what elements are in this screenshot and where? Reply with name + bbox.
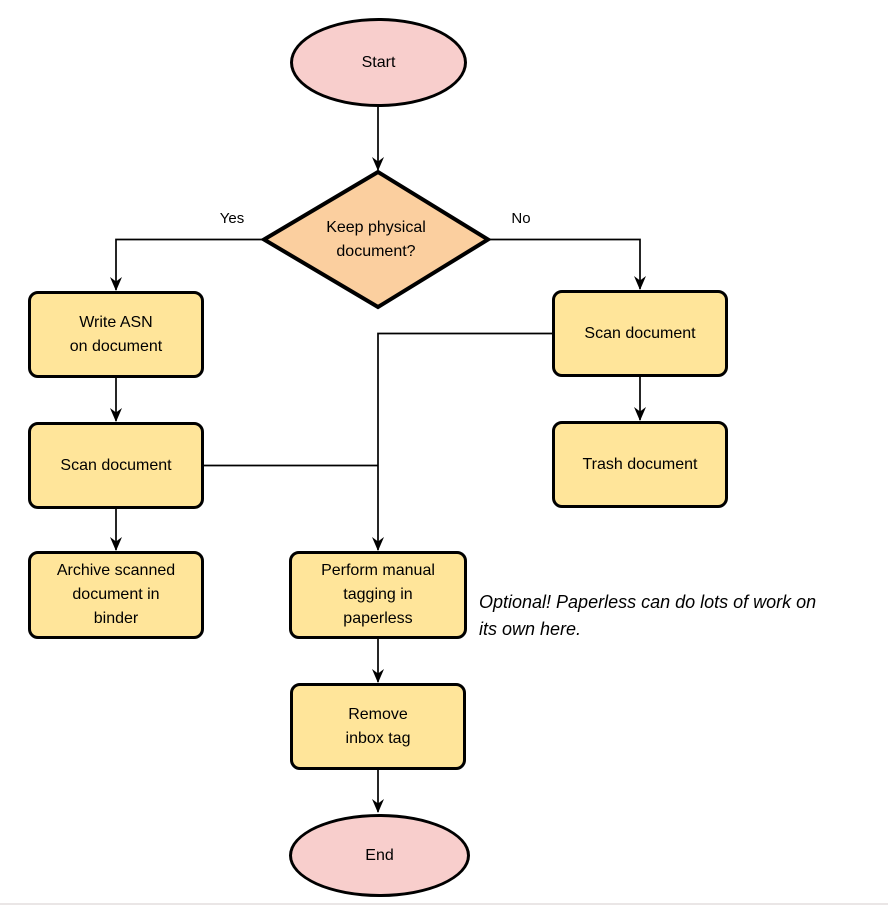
node-scan-document-right: Scan document bbox=[552, 290, 728, 377]
node-scan-document-left: Scan document bbox=[28, 422, 204, 509]
node-manual-tagging-label: Perform manual tagging in paperless bbox=[321, 562, 435, 627]
node-end-label: End bbox=[365, 846, 394, 864]
node-start-label: Start bbox=[361, 53, 396, 71]
node-archive-binder-label: Archive scanned document in binder bbox=[56, 562, 176, 627]
optional-note-text: Optional! Paperless can do lots of work … bbox=[479, 592, 817, 639]
edge-decision-yes-to-write-asn bbox=[110, 238, 264, 291]
node-archive-binder: Archive scanned document in binder bbox=[28, 551, 204, 639]
decision-diamond-shape bbox=[260, 169, 492, 310]
page-bottom-border bbox=[0, 903, 888, 905]
edge-decision-no-to-scan-right bbox=[488, 238, 646, 290]
node-decision: Keep physical document? bbox=[264, 172, 488, 307]
node-remove-inbox-tag-label: Remove inbox tag bbox=[345, 705, 411, 747]
node-write-asn-label: Write ASN on document bbox=[69, 313, 163, 355]
node-remove-inbox-tag: Remove inbox tag bbox=[290, 683, 466, 770]
node-end: End bbox=[289, 814, 470, 897]
node-decision-label: Keep physical document? bbox=[326, 218, 426, 260]
node-scan-document-right-label: Scan document bbox=[584, 324, 696, 342]
node-start: Start bbox=[290, 18, 467, 107]
node-write-asn: Write ASN on document bbox=[28, 291, 204, 378]
node-manual-tagging: Perform manual tagging in paperless bbox=[289, 551, 467, 639]
edge-scan-right-to-tagging bbox=[372, 332, 552, 551]
edge-label-no: No bbox=[511, 210, 531, 227]
node-trash-document-label: Trash document bbox=[582, 455, 698, 473]
node-scan-document-left-label: Scan document bbox=[60, 456, 172, 474]
node-trash-document: Trash document bbox=[552, 421, 728, 508]
edge-label-yes: Yes bbox=[219, 210, 245, 227]
